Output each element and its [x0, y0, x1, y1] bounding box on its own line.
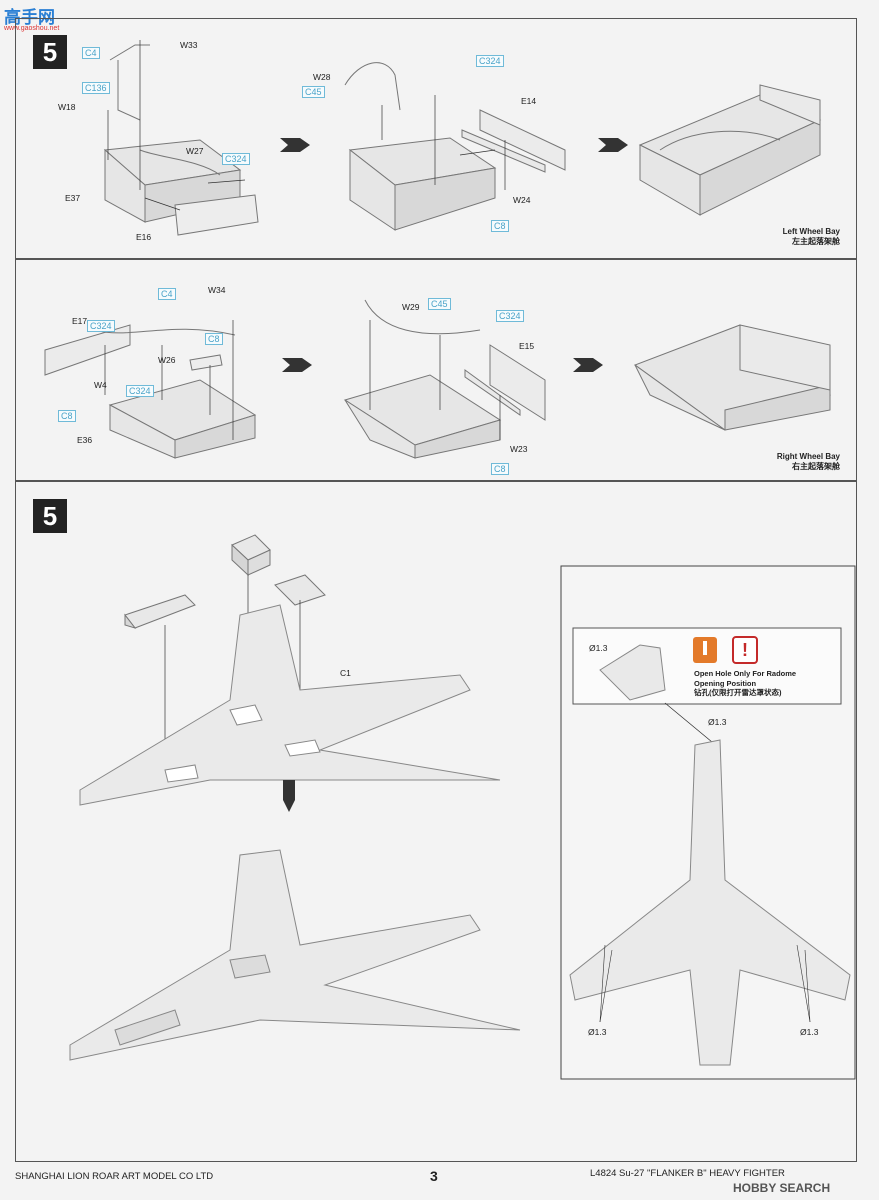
part-label-w34: W34 — [208, 285, 226, 295]
callout-c324-b: C324 — [476, 55, 504, 67]
callout-c4: C4 — [82, 47, 100, 59]
radome-note-line1: Open Hole Only For Radome — [694, 669, 797, 678]
panel-left-wheel-bay — [15, 18, 857, 260]
step-number-badge: 5 — [33, 499, 67, 533]
callout-c8: C8 — [491, 220, 509, 232]
part-label-w27: W27 — [186, 146, 204, 156]
panel-right-wheel-bay — [15, 258, 857, 482]
right-bay-drawing — [44, 299, 832, 459]
part-label-e17: E17 — [72, 316, 88, 326]
callout-c8: C8 — [205, 333, 223, 345]
part-label-e15: E15 — [519, 341, 535, 351]
hobby-search-watermark: HOBBY SEARCH — [733, 1181, 831, 1195]
callout-c45: C45 — [428, 298, 451, 310]
caption-chinese: 左主起落架舱 — [792, 237, 840, 246]
part-label-c1: C1 — [340, 668, 351, 678]
callout-c8-b: C8 — [58, 410, 76, 422]
callout-c324-c: C324 — [496, 310, 524, 322]
company-name: SHANGHAI LION ROAR ART MODEL CO LTD — [15, 1171, 214, 1182]
part-label-w4: W4 — [94, 380, 107, 390]
radome-note: Open Hole Only For Radome Opening Positi… — [694, 669, 796, 698]
left-wheel-bay-caption: Left Wheel Bay 左主起落架舱 — [740, 227, 840, 247]
radome-note-chinese: 钻孔(仅限打开雷达罩状态) — [694, 688, 782, 697]
callout-c45: C45 — [302, 86, 325, 98]
part-label-w26: W26 — [158, 355, 176, 365]
callout-c324: C324 — [222, 153, 250, 165]
part-label-w29: W29 — [402, 302, 420, 312]
right-wheel-bay-caption: Right Wheel Bay 右主起落架舱 — [740, 452, 840, 472]
watermark-url: www.gaoshou.net — [4, 25, 60, 32]
callout-c4: C4 — [158, 288, 176, 300]
callout-c324-b: C324 — [126, 385, 154, 397]
radome-note-line2: Opening Position — [694, 678, 757, 688]
diameter-nose: Ø1.3 — [708, 717, 727, 727]
part-label-w18: W18 — [58, 102, 76, 112]
drill-icon — [693, 637, 717, 663]
diameter-radome-part: Ø1.3 — [589, 643, 608, 653]
step-number-badge: 5 — [33, 35, 67, 69]
panel-fuselage-assembly — [15, 480, 857, 1162]
caption-chinese: 右主起落架舱 — [792, 462, 840, 471]
warning-icon: ! — [742, 640, 748, 660]
kit-title: L4824 Su-27 "FLANKER B" HEAVY FIGHTER — [590, 1168, 785, 1179]
part-label-w24: W24 — [513, 195, 531, 205]
part-label-e37: E37 — [65, 193, 81, 203]
page-number: 3 — [430, 1168, 438, 1184]
part-label-w33: W33 — [180, 40, 198, 50]
part-label-e36: E36 — [77, 435, 93, 445]
caption-english: Left Wheel Bay — [782, 227, 840, 236]
callout-c8-c: C8 — [491, 463, 509, 475]
callout-c324: C324 — [87, 320, 115, 332]
left-bay-drawing — [103, 40, 822, 236]
part-label-w23: W23 — [510, 444, 528, 454]
watermark-text: 高手网 — [4, 8, 55, 27]
diameter-left-wing: Ø1.3 — [588, 1027, 607, 1037]
part-label-w28: W28 — [313, 72, 331, 82]
callout-c136: C136 — [82, 82, 110, 94]
part-label-e14: E14 — [521, 96, 537, 106]
diameter-right-wing: Ø1.3 — [800, 1027, 819, 1037]
caption-english: Right Wheel Bay — [776, 452, 840, 461]
site-watermark: 高手网 www.gaoshou.net — [4, 3, 59, 32]
part-label-e16: E16 — [136, 232, 152, 242]
